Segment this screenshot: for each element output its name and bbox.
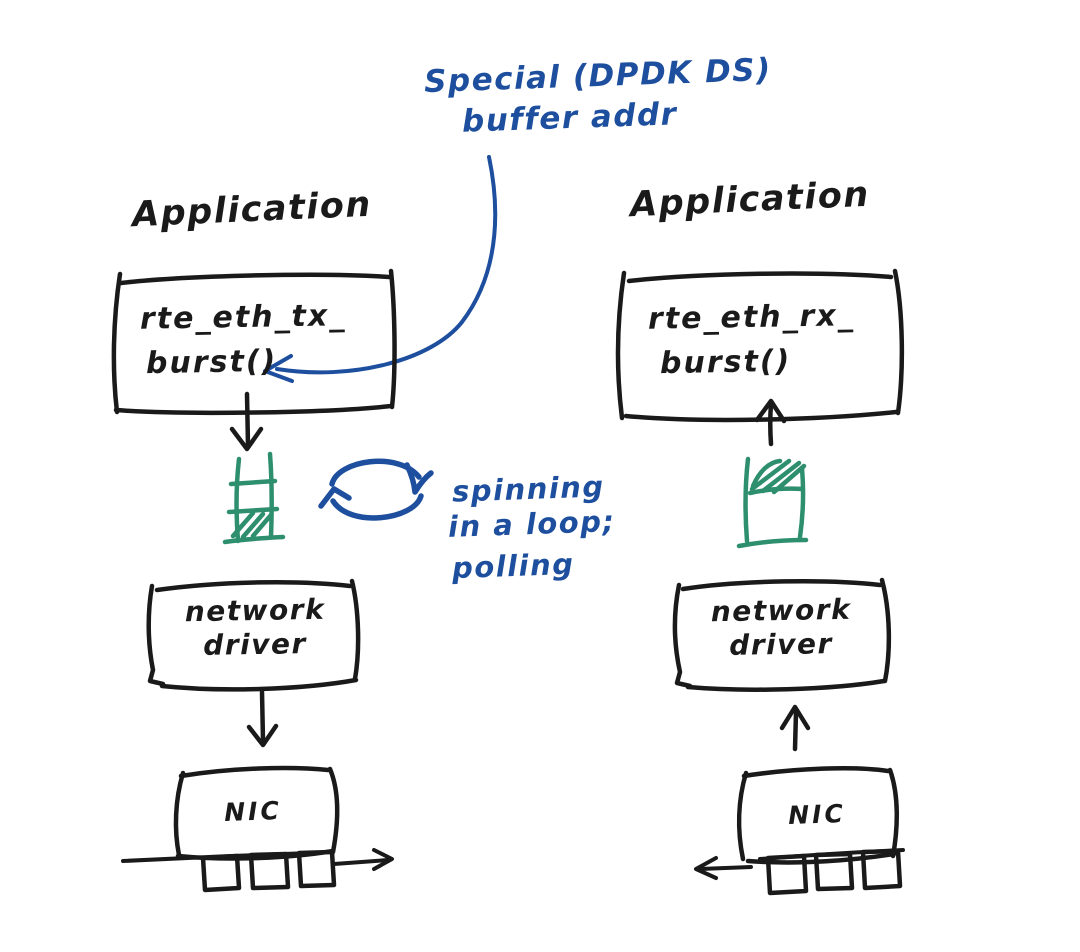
tx-api-call-line1: rte_eth_tx_ [139,298,347,337]
buffer-addr-arrow [263,155,498,383]
rx-ingress-arrow [694,856,753,880]
tx-driver-line1: network [184,592,326,629]
refresh-loop-icon [318,458,434,521]
buffer-note-line2: buffer addr [461,96,679,140]
rx-ring-buffer-icon [736,456,809,549]
rx-driver-line1: network [710,592,852,629]
tx-driver-box [146,578,361,692]
rx-api-call-line2: burst() [659,343,792,382]
tx-driver-to-nic-arrow [246,689,279,748]
tx-packet-squares [200,849,337,893]
tx-api-call-line2: burst() [145,343,278,382]
rx-packet-squares [765,848,903,896]
loop-note-line1: spinning [451,469,606,509]
rx-api-call-line1: rte_eth_rx_ [647,298,855,337]
loop-note-line2: in a loop; [447,504,617,544]
rx-queue-to-app-arrow [754,398,787,447]
tx-nic-label: NIC [223,796,283,827]
tx-ring-buffer-icon [222,451,286,545]
tx-egress-arrow [332,848,394,871]
rx-nic-to-driver-arrow [779,704,811,752]
rx-driver-box [672,577,892,692]
rx-driver-line2: driver [728,627,834,662]
tx-api-box [111,268,397,416]
tx-app-to-queue-arrow [229,391,264,452]
loop-note-line3: polling [451,546,575,586]
rx-nic-label: NIC [787,799,847,830]
rx-api-box [615,268,905,423]
tx-driver-line2: driver [202,627,308,662]
